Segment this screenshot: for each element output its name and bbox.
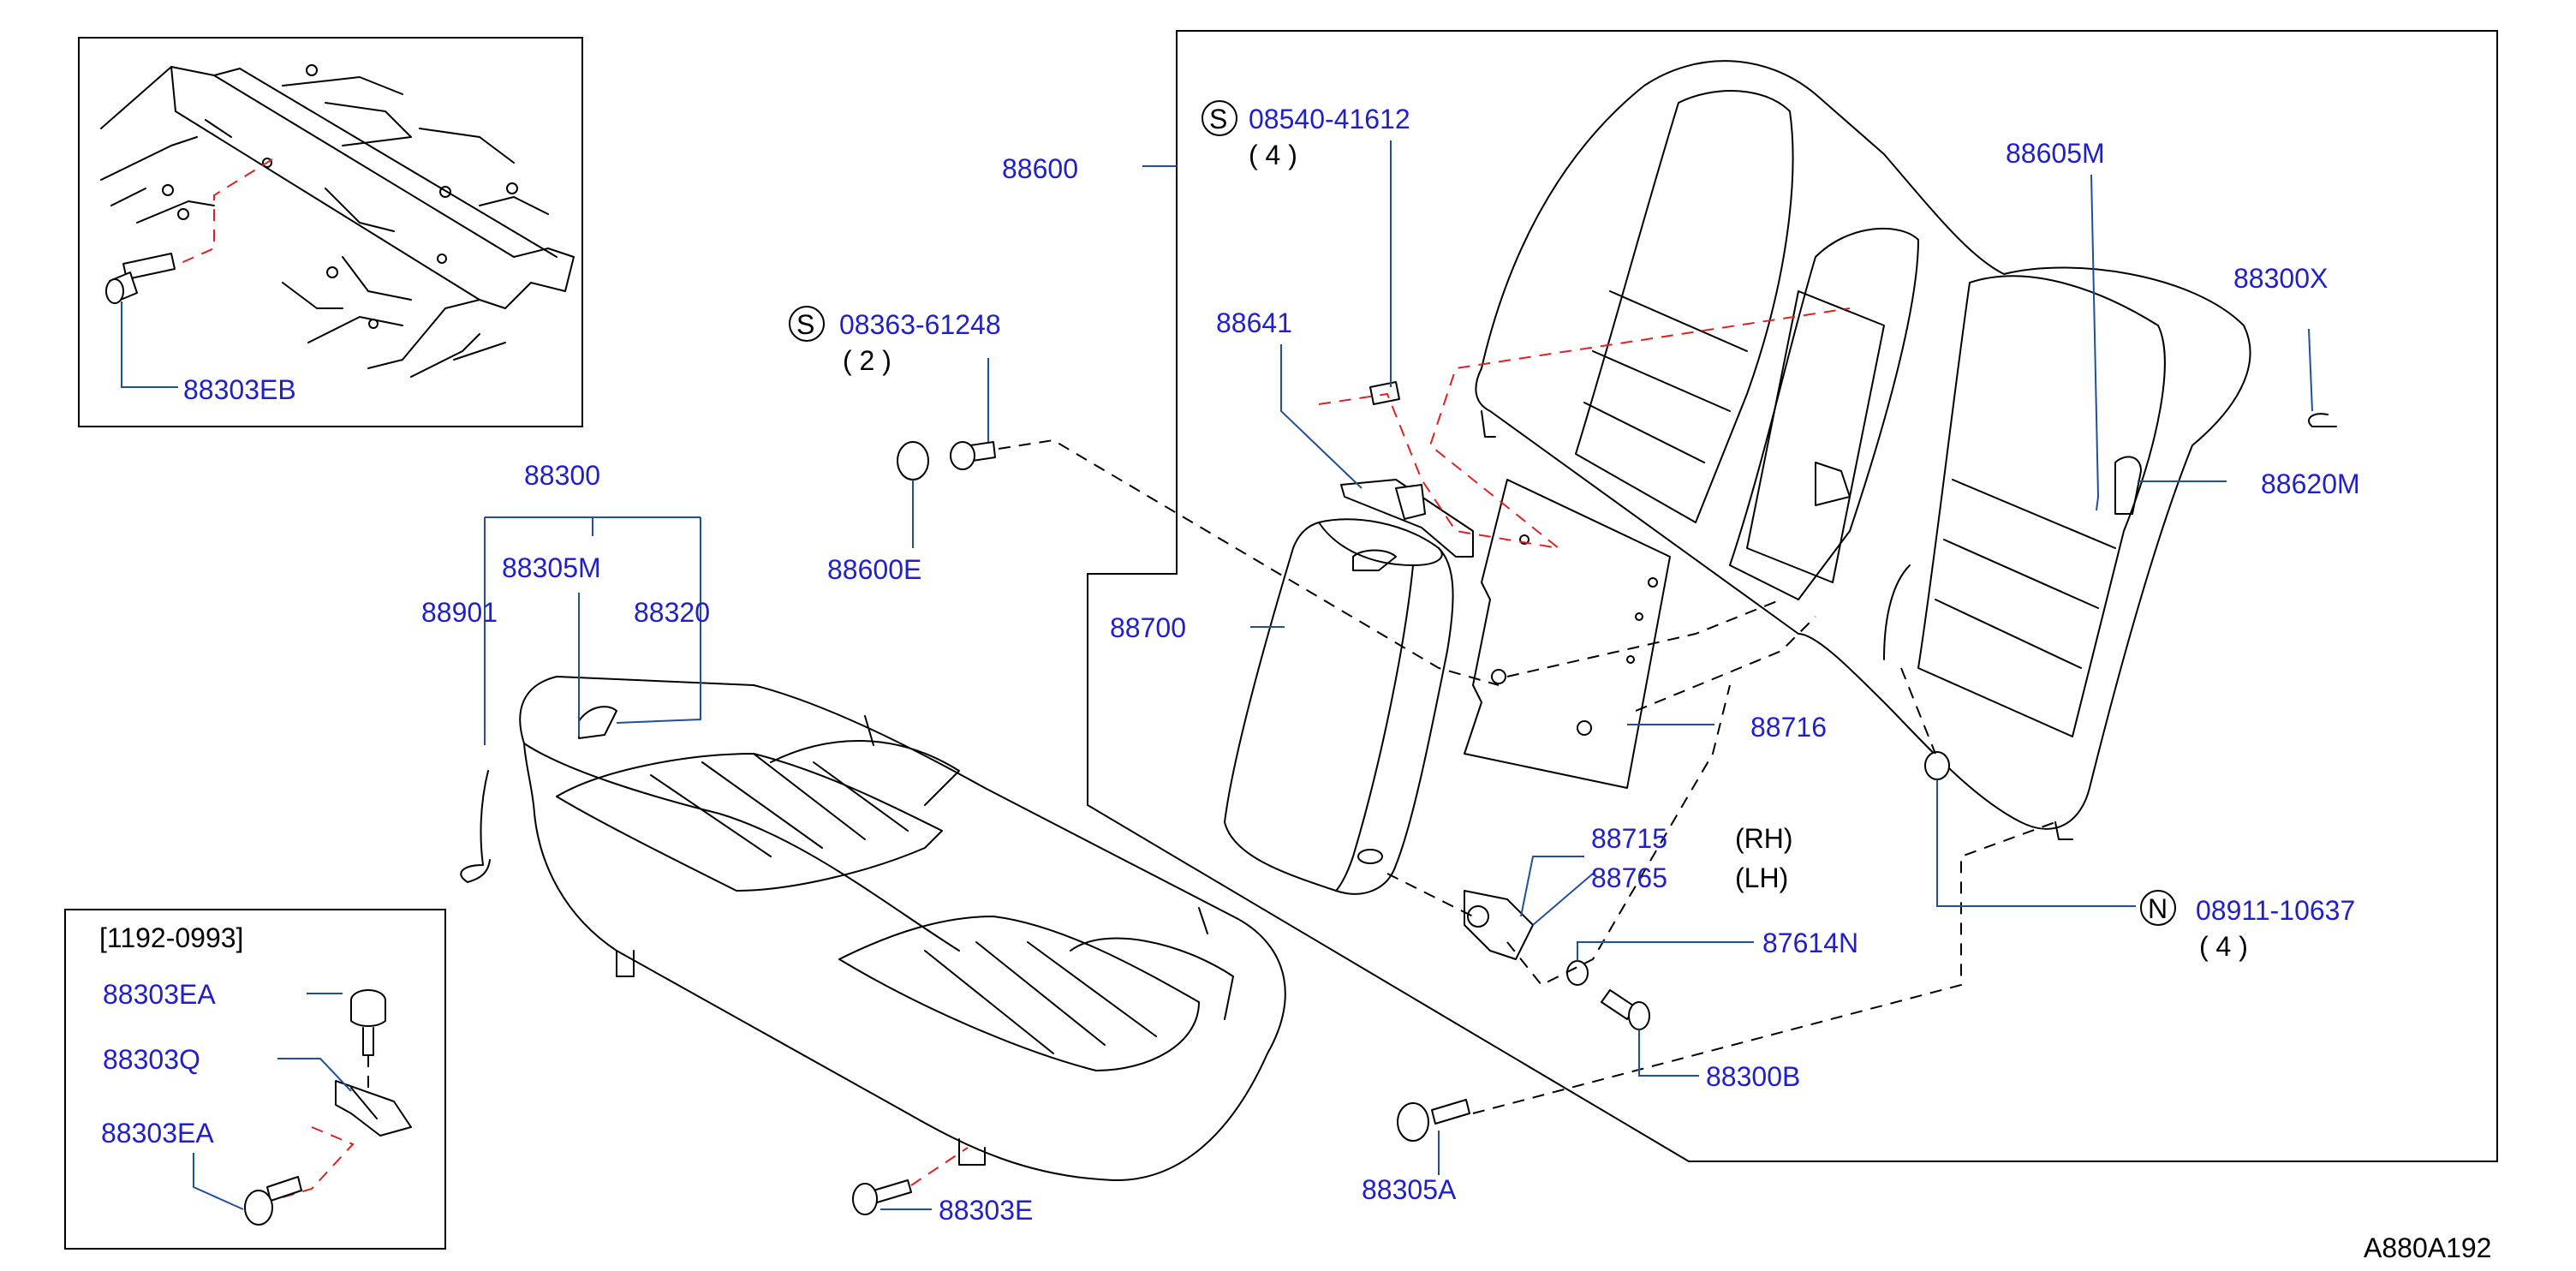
bolt-88303EB xyxy=(105,253,176,304)
fastener-number: 08911-10637 xyxy=(2196,895,2355,926)
assembly-line xyxy=(998,439,1500,686)
seat-back-88600 xyxy=(1475,60,2251,840)
leader-87614N xyxy=(1577,941,1754,961)
bolt-88303E xyxy=(852,1179,912,1215)
seat-cushion-88300 xyxy=(519,676,1286,1182)
callout-88305A: 88305A xyxy=(1362,1174,1457,1205)
bolt-88305A xyxy=(1397,1099,1470,1142)
fastener-qty: ( 4 ) xyxy=(1249,140,1297,170)
leader-88300X xyxy=(2308,328,2313,412)
bolt-08363 xyxy=(950,441,996,470)
floor-pan-illustration xyxy=(100,64,575,378)
fastener-symbol-circle xyxy=(2140,890,2176,926)
callout-88300X: 88300X xyxy=(2233,263,2328,294)
callout-88305M: 88305M xyxy=(502,552,601,583)
variant-rh: (RH) xyxy=(1735,823,1793,854)
callout-88300B: 88300B xyxy=(1706,1061,1800,1092)
leader-88641 xyxy=(1280,344,1363,489)
callout-88303Q: 88303Q xyxy=(103,1044,200,1075)
callout-88303EA-top: 88303EA xyxy=(103,979,216,1010)
callout-88901: 88901 xyxy=(421,597,498,628)
locator-line xyxy=(170,158,273,268)
leader-88765 xyxy=(1532,871,1594,926)
diagram-reference: A880A192 xyxy=(2364,1232,2491,1263)
callout-88600: 88600 xyxy=(1002,153,1078,184)
bracket-88641 xyxy=(1340,479,1474,558)
callout-88303EA-bottom: 88303EA xyxy=(101,1118,214,1149)
fastener-qty: ( 2 ) xyxy=(843,345,891,376)
bolt-88300B xyxy=(1601,989,1650,1030)
callout-88600E: 88600E xyxy=(827,554,921,585)
fastener-symbol-circle xyxy=(1202,100,1237,136)
inset-frame-top xyxy=(78,37,583,427)
fastener-symbol: N xyxy=(2148,893,2168,924)
callout-88303E: 88303E xyxy=(939,1195,1033,1226)
callout-88765: 88765 xyxy=(1591,862,1667,893)
locator-line xyxy=(910,1147,969,1186)
inset-frame-bottom xyxy=(64,909,446,1250)
leader-88300B xyxy=(1638,1029,1699,1077)
locator-line xyxy=(1318,307,1851,550)
fastener-symbol: S xyxy=(1209,104,1227,134)
callout-88641: 88641 xyxy=(1216,307,1292,338)
leader-88303EB xyxy=(121,301,178,388)
leader-88300-group xyxy=(484,516,701,745)
callout-88320: 88320 xyxy=(634,597,710,628)
callout-88620M: 88620M xyxy=(2261,468,2360,499)
leader-88715 xyxy=(1520,856,1584,917)
assembly-line xyxy=(1900,667,1936,755)
hinge-88715 xyxy=(1464,890,1534,960)
leader-88303EA-bottom xyxy=(193,1153,244,1210)
leader-08911 xyxy=(1936,779,2136,907)
ring-88300X xyxy=(2308,413,2337,427)
callout-88700: 88700 xyxy=(1110,612,1186,643)
nut-08911 xyxy=(1924,751,1950,780)
armrest-88700 xyxy=(1224,518,1454,895)
leader-88303Q xyxy=(277,1058,352,1092)
leader-88605M xyxy=(2090,174,2100,511)
callout-88605M: 88605M xyxy=(2006,138,2105,169)
callout-87614N: 87614N xyxy=(1762,928,1858,958)
hook-88901 xyxy=(460,770,491,883)
fastener-symbol-circle xyxy=(789,306,825,342)
bolt-08540 xyxy=(1369,381,1400,405)
seatback-group-frame xyxy=(1087,30,2498,1162)
variant-lh: (LH) xyxy=(1735,862,1788,893)
fastener-number: 08540-41612 xyxy=(1249,104,1410,134)
fastener-symbol: S xyxy=(796,309,814,340)
fastener-number: 08363-61248 xyxy=(839,309,1001,340)
washer-87614N xyxy=(1566,960,1589,986)
callout-88715: 88715 xyxy=(1591,823,1667,854)
assembly-line xyxy=(1386,873,1474,917)
callout-88300: 88300 xyxy=(524,460,600,491)
panel-88716 xyxy=(1464,479,1671,789)
assembly-line xyxy=(1635,616,1816,712)
callout-88716: 88716 xyxy=(1750,712,1827,743)
fastener-qty: ( 4 ) xyxy=(2199,931,2248,962)
assembly-line xyxy=(1472,821,2056,1114)
inset-label: [1192-0993] xyxy=(99,922,243,953)
callout-88303EB: 88303EB xyxy=(183,374,296,405)
assembly-line xyxy=(1506,684,1731,987)
clip-88600E xyxy=(897,441,929,480)
assembly-line xyxy=(1506,599,1782,677)
bracket-assembly-inset xyxy=(244,989,412,1226)
